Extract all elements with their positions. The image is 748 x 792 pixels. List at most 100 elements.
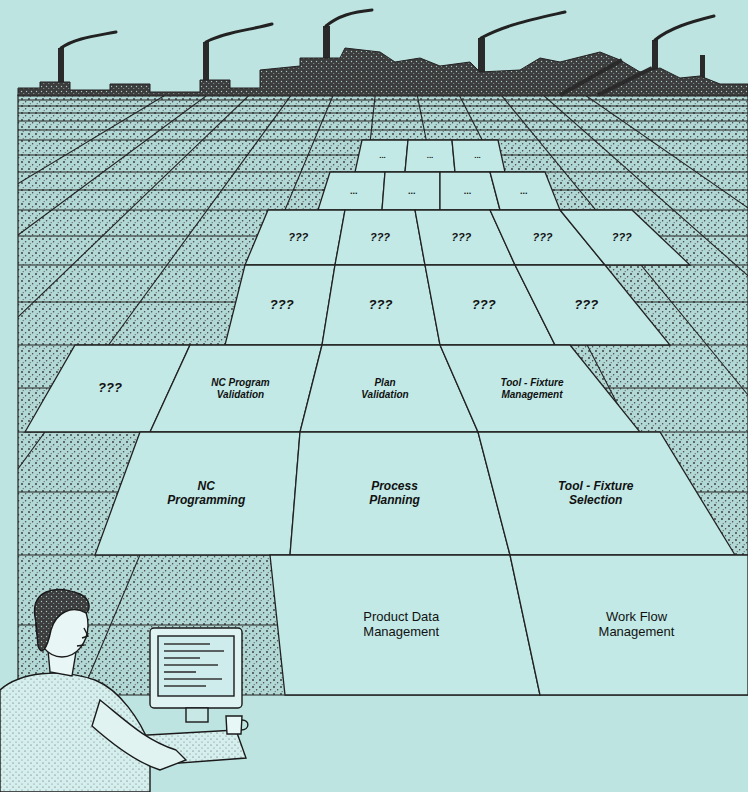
- tile-text-box: ???: [449, 298, 519, 313]
- screen-line: [164, 664, 218, 666]
- coffee-mug: [226, 716, 242, 734]
- floor-tile: ???: [515, 265, 670, 345]
- floor-tile: NC Programming: [95, 432, 300, 555]
- tile-label: ...: [389, 186, 436, 196]
- tile-shape: [490, 172, 560, 210]
- tile-text-box: ???: [431, 231, 491, 243]
- floor-tile: ???: [335, 210, 425, 265]
- tile-text-box: ???: [247, 298, 317, 313]
- tile-text-box: ...: [500, 186, 548, 196]
- grid-line: [18, 112, 748, 113]
- tile-shape: [405, 140, 455, 172]
- floor: [18, 95, 748, 695]
- tile-label: ...: [459, 152, 497, 161]
- tile-label: ???: [268, 231, 328, 243]
- tile-shape: [95, 432, 300, 555]
- floor-tile: ???: [225, 265, 335, 345]
- tile-label: NC Program Validation: [201, 377, 281, 399]
- tile-label: ...: [364, 152, 402, 161]
- screen-line: [164, 650, 224, 652]
- tile-shape: [290, 432, 510, 555]
- tile-label: ???: [431, 231, 491, 243]
- tile-label: ...: [445, 186, 490, 196]
- floor-tile: ...: [405, 140, 455, 172]
- tile-text-box: ...: [459, 152, 497, 161]
- tile-text-box: ...: [364, 152, 402, 161]
- tile-text-box: Plan Validation: [354, 377, 416, 399]
- tile-label: ???: [350, 231, 410, 243]
- tile-label: ???: [551, 298, 621, 313]
- tile-text-box: ???: [551, 298, 621, 313]
- hair: [35, 590, 90, 651]
- floor-tile: Work Flow Management: [510, 555, 748, 695]
- mug-handle: [241, 720, 248, 730]
- floor-tile: Tool - Fixture Management: [440, 345, 640, 432]
- tile-text-box: ...: [445, 186, 490, 196]
- tile-text-box: ???: [346, 298, 416, 313]
- monitor-screen: [158, 636, 234, 696]
- tile-label: Tool - Fixture Selection: [547, 480, 645, 507]
- tile-text-box: Work Flow Management: [585, 610, 689, 639]
- floor-tile: ???: [245, 210, 345, 265]
- tile-shape: [270, 555, 540, 695]
- floor-tile: Process Planning: [290, 432, 510, 555]
- tile-label: Work Flow Management: [585, 610, 689, 639]
- screen-line: [164, 643, 210, 645]
- tile-text-box: ...: [412, 152, 449, 161]
- tile-shape: [322, 265, 440, 345]
- tile-label: Product Data Management: [345, 610, 457, 639]
- tile-text-box: ???: [70, 381, 150, 396]
- tile-label: ???: [449, 298, 519, 313]
- screen-line: [164, 685, 206, 687]
- floor-tile: Tool - Fixture Selection: [478, 432, 735, 555]
- tile-text-box: NC Programming: [165, 480, 247, 507]
- factory-skyline: [18, 10, 748, 96]
- tile-shape: [478, 432, 735, 555]
- floor-tile: Product Data Management: [270, 555, 540, 695]
- tile-label: ???: [247, 298, 317, 313]
- smoke: [326, 10, 372, 26]
- tile-text-box: ...: [329, 186, 379, 196]
- conveyor: [598, 68, 652, 95]
- tile-label: Tool - Fixture Management: [491, 377, 573, 399]
- mouth: [77, 645, 84, 646]
- arm: [92, 700, 186, 770]
- tile-text-box: NC Program Validation: [201, 377, 281, 399]
- smoke: [481, 12, 565, 38]
- tile-text-box: ???: [592, 231, 652, 243]
- tile-shape: [560, 210, 690, 265]
- chimney: [478, 38, 485, 72]
- floor-tile: ...: [490, 172, 560, 210]
- grid-line: [18, 129, 748, 130]
- floor-tile: NC Program Validation: [150, 345, 322, 432]
- floor-grid: [0, 0, 748, 700]
- floor-tile: ???: [560, 210, 690, 265]
- tile-label: ???: [70, 381, 150, 396]
- tile-text-box: ???: [350, 231, 410, 243]
- tile-text-box: Tool - Fixture Selection: [547, 480, 645, 507]
- tile-text-box: Tool - Fixture Management: [491, 377, 573, 399]
- tile-shape: [440, 345, 640, 432]
- tile-shape: [355, 140, 408, 172]
- monitor-stand: [186, 708, 208, 722]
- grid-line: [18, 120, 748, 121]
- tile-text-box: Process Planning: [359, 480, 431, 507]
- tile-shape: [515, 265, 670, 345]
- tile-label: ???: [346, 298, 416, 313]
- floor-tile: ...: [452, 140, 505, 172]
- smoke: [206, 24, 272, 42]
- tile-shape: [225, 265, 335, 345]
- monitor: [150, 628, 242, 708]
- grid-line: [18, 99, 748, 100]
- tile-shape: [150, 345, 322, 432]
- tile-shape: [335, 210, 425, 265]
- floor-tile: ...: [382, 172, 440, 210]
- tile-label: Plan Validation: [354, 377, 416, 399]
- screen-line: [164, 678, 222, 680]
- smoke: [61, 32, 116, 48]
- floor-tile: ???: [322, 265, 440, 345]
- person-at-computer: [0, 590, 248, 792]
- screen-lines: [164, 644, 224, 686]
- tile-shape: [245, 210, 345, 265]
- floor-tile: ...: [355, 140, 408, 172]
